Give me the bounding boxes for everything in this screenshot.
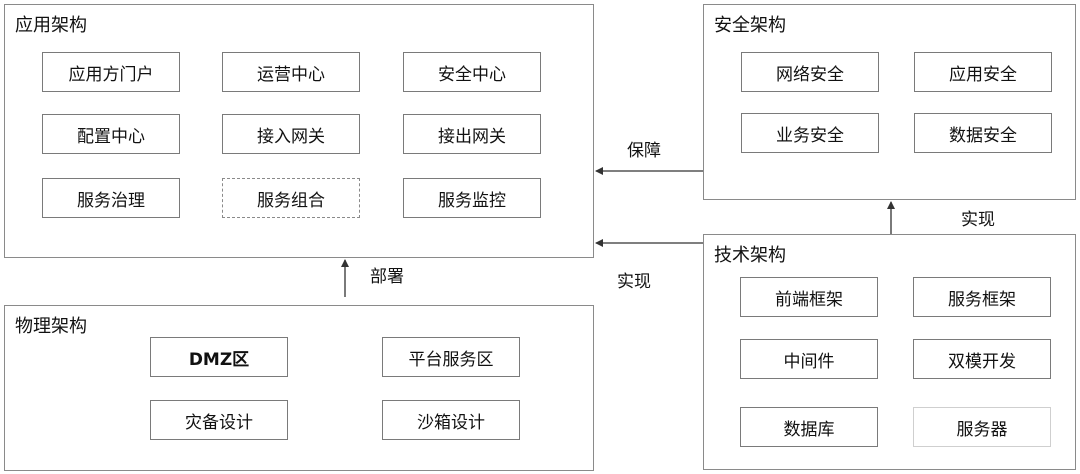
technology-architecture-title: 技术架构 — [714, 245, 786, 266]
tech-item-database[interactable]: 数据库 — [740, 407, 878, 447]
app-item-service-composition[interactable]: 服务组合 — [222, 178, 360, 218]
security-item-network[interactable]: 网络安全 — [741, 52, 879, 92]
app-item-service-governance[interactable]: 服务治理 — [42, 178, 180, 218]
tech-item-service-framework[interactable]: 服务框架 — [913, 277, 1051, 317]
security-item-data[interactable]: 数据安全 — [914, 113, 1052, 153]
relation-label-implement-security: 实现 — [961, 210, 995, 230]
tech-item-dual-mode-dev[interactable]: 双模开发 — [913, 339, 1051, 379]
application-architecture-title: 应用架构 — [15, 15, 87, 36]
security-item-business[interactable]: 业务安全 — [741, 113, 879, 153]
app-item-egress-gateway[interactable]: 接出网关 — [403, 114, 541, 154]
physical-architecture-panel: 物理架构 — [4, 305, 594, 471]
physical-item-sandbox-design[interactable]: 沙箱设计 — [382, 400, 520, 440]
app-item-service-monitoring[interactable]: 服务监控 — [403, 178, 541, 218]
app-item-portal[interactable]: 应用方门户 — [42, 52, 180, 92]
relation-label-implement-app: 实现 — [617, 272, 651, 292]
security-architecture-title: 安全架构 — [714, 15, 786, 36]
relation-label-guarantee: 保障 — [627, 141, 661, 161]
tech-item-middleware[interactable]: 中间件 — [740, 339, 878, 379]
relation-label-deploy: 部署 — [370, 267, 404, 287]
physical-item-disaster-recovery[interactable]: 灾备设计 — [150, 400, 288, 440]
physical-item-platform-service-zone[interactable]: 平台服务区 — [382, 337, 520, 377]
tech-item-frontend-framework[interactable]: 前端框架 — [740, 277, 878, 317]
physical-item-dmz[interactable]: DMZ区 — [150, 337, 288, 377]
app-item-operations-center[interactable]: 运营中心 — [222, 52, 360, 92]
tech-item-server[interactable]: 服务器 — [913, 407, 1051, 447]
security-item-application[interactable]: 应用安全 — [914, 52, 1052, 92]
app-item-access-gateway[interactable]: 接入网关 — [222, 114, 360, 154]
app-item-config-center[interactable]: 配置中心 — [42, 114, 180, 154]
app-item-security-center[interactable]: 安全中心 — [403, 52, 541, 92]
physical-architecture-title: 物理架构 — [15, 316, 87, 337]
security-architecture-panel: 安全架构 — [703, 4, 1076, 200]
